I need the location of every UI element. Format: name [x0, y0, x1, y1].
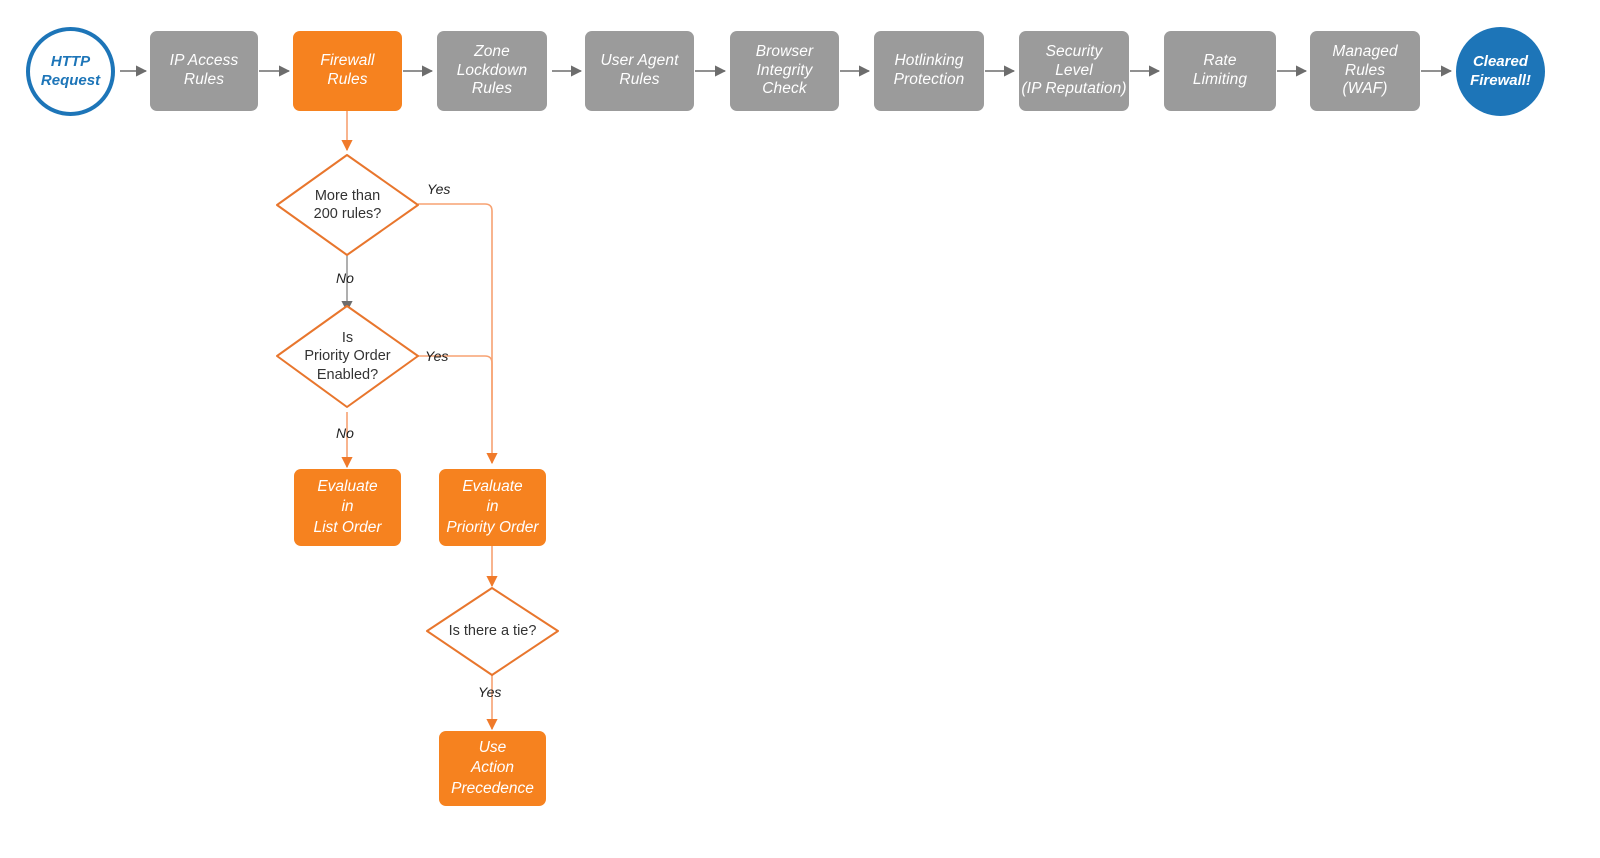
node-managed-rules-waf[interactable]: Managed Rules (WAF)	[1310, 31, 1420, 111]
node-zone-lockdown-rules[interactable]: Zone Lockdown Rules	[437, 31, 547, 111]
decision-shape-is-there-a-tie	[426, 587, 559, 676]
node-rate-limiting[interactable]: Rate Limiting	[1164, 31, 1276, 111]
node-cleared-firewall[interactable]: Cleared Firewall!	[1456, 27, 1545, 116]
edge-decision1-yes	[418, 203, 498, 465]
node-firewall-rules[interactable]: Firewall Rules	[293, 31, 402, 111]
edge-label-yes-more-than-200: Yes	[427, 181, 451, 197]
edge-label-no-priority-order: No	[336, 425, 354, 441]
node-use-action-precedence[interactable]: Use Action Precedence	[439, 731, 546, 806]
node-user-agent-rules[interactable]: User Agent Rules	[585, 31, 694, 111]
edge-decision2-yes	[418, 355, 493, 400]
node-browser-integrity-check[interactable]: Browser Integrity Check	[730, 31, 839, 111]
decision-shape-more-than-200-rules	[276, 154, 419, 256]
edge-label-yes-priority-order: Yes	[425, 348, 449, 364]
edge-label-yes-is-there-a-tie: Yes	[478, 684, 502, 700]
node-hotlinking-protection[interactable]: Hotlinking Protection	[874, 31, 984, 111]
node-ip-access-rules[interactable]: IP Access Rules	[150, 31, 258, 111]
decision-shape-priority-order-enabled	[276, 305, 419, 408]
node-http-request[interactable]: HTTP Request	[26, 27, 115, 116]
edge-label-no-more-than-200: No	[336, 270, 354, 286]
node-evaluate-priority-order[interactable]: Evaluate in Priority Order	[439, 469, 546, 546]
node-evaluate-list-order[interactable]: Evaluate in List Order	[294, 469, 401, 546]
node-security-level[interactable]: Security Level (IP Reputation)	[1019, 31, 1129, 111]
